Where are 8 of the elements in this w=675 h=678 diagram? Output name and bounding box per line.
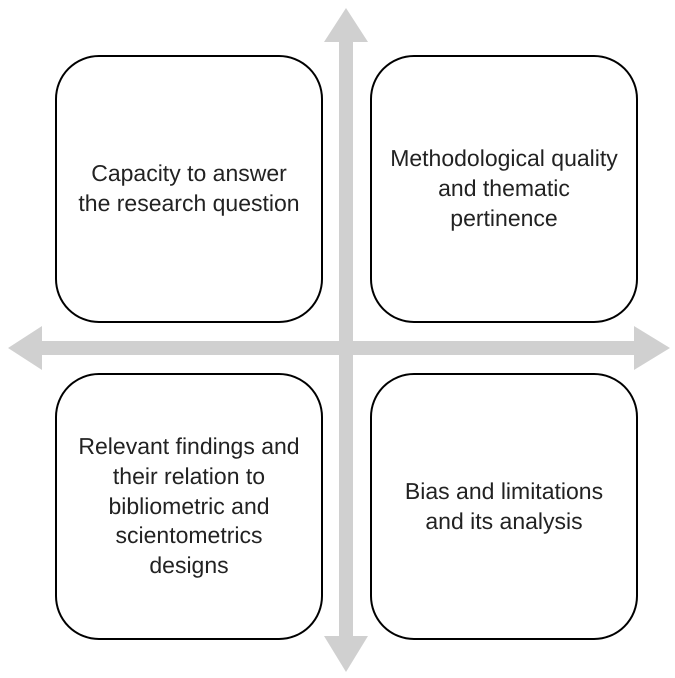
rounded-box (370, 55, 638, 323)
rounded-box (370, 373, 638, 640)
box-text: Bias and limitations and its analysis (404, 476, 604, 536)
box-text: Methodological quality and thematic pertinence (390, 144, 618, 233)
box-text: Relevant findings and their relation to bibliometric and scientometrics designs (77, 432, 301, 580)
rounded-box (55, 55, 323, 323)
box-text: Capacity to answer the research question (77, 159, 301, 218)
rounded-box (55, 373, 323, 640)
